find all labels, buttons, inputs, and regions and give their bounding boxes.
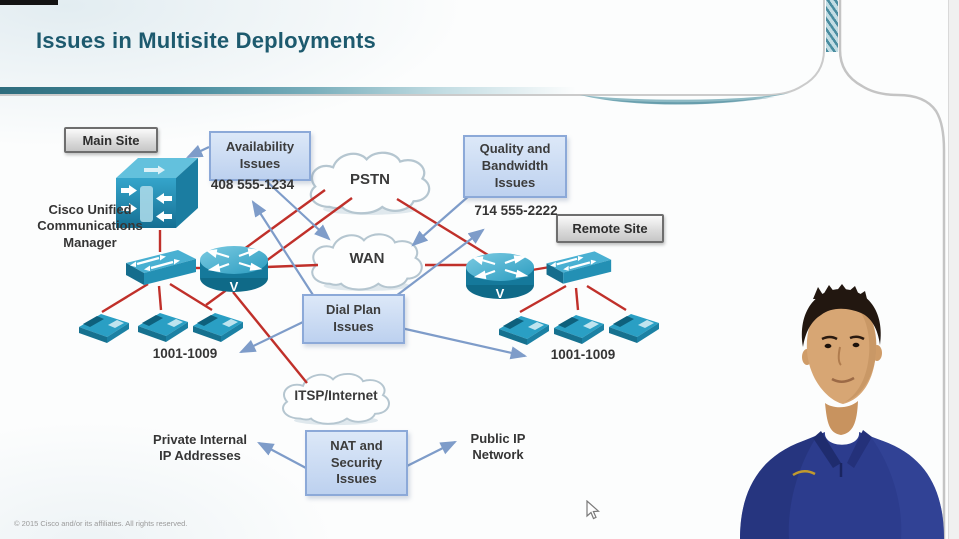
main-site-label: Main Site [82,132,140,148]
dial-plan-issues-box: Dial Plan Issues [302,294,405,344]
remote-extensions-label: 1001-1009 [550,347,616,362]
quality-bandwidth-issues-box: Quality and Bandwidth Issues [463,135,567,198]
copyright-text: © 2015 Cisco and/or its affiliates. All … [14,519,188,528]
remote-did-label: 714 555-2222 [474,203,558,218]
cucm-label: Cisco Unified Communications Manager [37,202,143,250]
itsp-cloud: ITSP/Internet [276,370,396,426]
pstn-cloud: PSTN [303,148,437,216]
main-did-label: 408 555-1234 [210,177,295,192]
itsp-label: ITSP/Internet [294,387,378,403]
right-margin [948,0,959,539]
availability-issues-box: Availability Issues [209,131,311,181]
remote-site-label: Remote Site [572,221,648,236]
slide-title: Issues in Multisite Deployments [36,28,376,53]
svg-text:V: V [496,286,505,301]
title-divider [0,87,600,96]
main-switch-icon [120,245,198,291]
background-accent [0,419,340,539]
private-ip-label: Private Internal IP Addresses [153,432,247,464]
presenter-photo [737,277,947,539]
ip-phone-icon [606,303,664,347]
remote-router-icon: V [463,248,537,304]
top-edge-strip [0,0,58,5]
ip-phone-icon [76,303,134,347]
ip-phone-icon [551,304,609,348]
ip-phone-icon [190,302,248,346]
decorative-hatch [826,0,838,52]
nat-security-issues-box: NAT and Security Issues [305,430,408,496]
remote-switch-icon [541,246,613,290]
public-ip-label: Public IP Network [470,431,526,463]
pstn-label: PSTN [349,170,390,188]
main-site-tag: Main Site [64,127,158,153]
ip-phone-icon [135,302,193,346]
svg-text:V: V [230,279,239,294]
mouse-cursor-icon [586,500,600,520]
cucm-server-icon [114,156,198,232]
ip-phone-icon [496,305,554,349]
main-router-icon: V [198,241,270,297]
wan-label: WAN [349,249,385,267]
main-extensions-label: 1001-1009 [152,346,218,361]
remote-site-tag: Remote Site [556,214,664,243]
